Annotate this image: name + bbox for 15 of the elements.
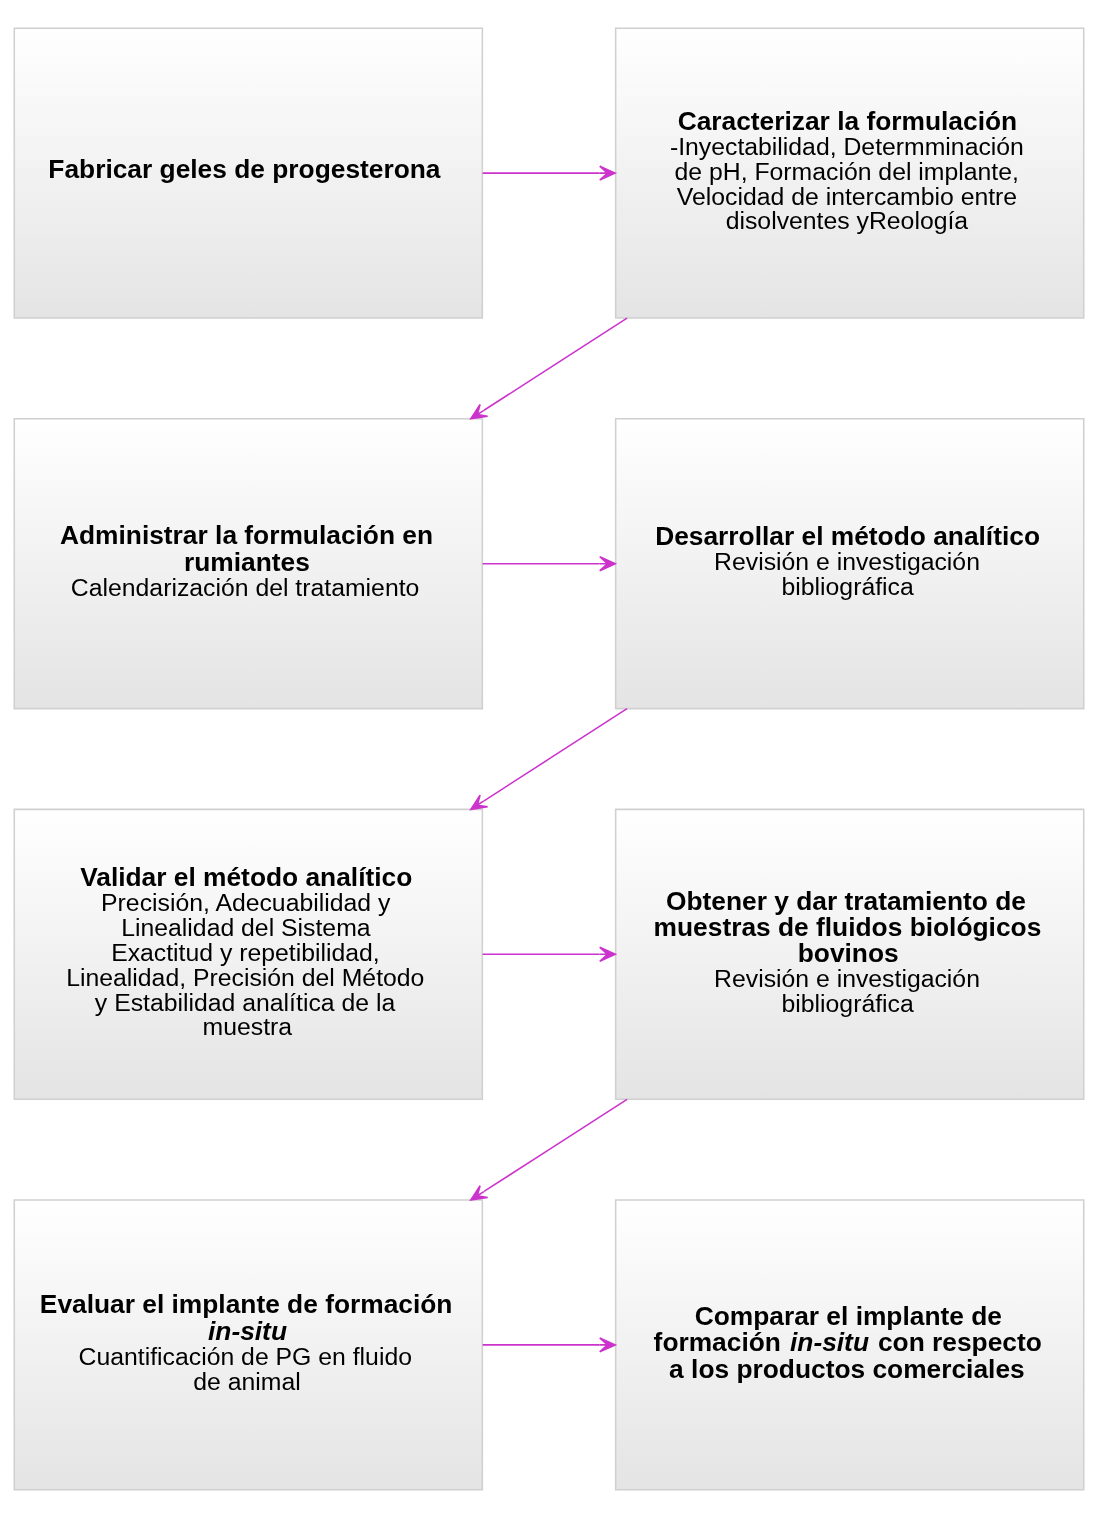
arrow xyxy=(470,707,628,811)
arrow xyxy=(481,946,617,963)
node-box: Validar el método analítico Precisión, Adecuabilidad y Linealidad del Sistema Exactitud y repetibilidad, Linealidad, Precisión del Método y Estabilidad analítica de la muestra xyxy=(13,808,484,1100)
arrow xyxy=(481,165,617,181)
node-box: Desarrollar el método analítico Revisión e investigación bibliográfica xyxy=(614,418,1085,710)
node-box: Fabricar geles de progesterona xyxy=(13,27,484,319)
arrow xyxy=(481,555,617,572)
node-box: Caracterizar la formulación -Inyectabilidad, Determminación de pH, Formación del implante, Velocidad de intercambio entre disolventes yReología xyxy=(614,27,1085,319)
arrow xyxy=(470,1098,628,1201)
arrow xyxy=(470,317,628,420)
node-box: Obtener y dar tratamiento de muestras de fluidos biológicos bovinos Revisión e investigación bibliográfica xyxy=(614,808,1085,1100)
node-box: Administrar la formulación en rumiantes Calendarización del tratamiento xyxy=(13,418,484,710)
arrow xyxy=(481,1337,617,1353)
node-box: Comparar el implante de formación in-situ con respecto a los productos comerciales xyxy=(614,1199,1085,1491)
node-box: Evaluar el implante de formación in-situ Cuantificación de PG en fluido de animal xyxy=(13,1199,484,1491)
